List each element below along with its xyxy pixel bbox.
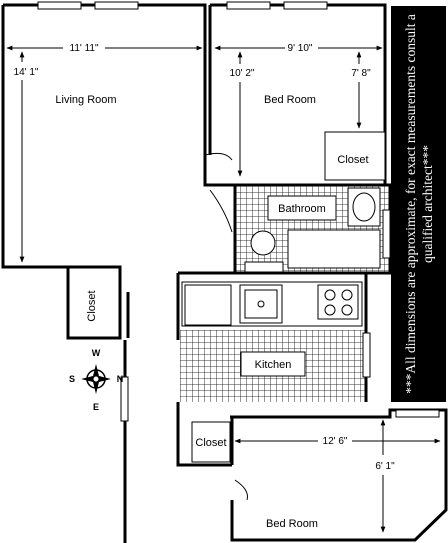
bathroom-toilet [250,230,276,256]
bathroom-tub-rim [244,261,284,273]
dimension-lines [6,45,441,533]
door-swings [204,152,248,501]
kitchen-sink-drain [257,300,265,308]
disclaimer-text: ***All dimensions are approximate, for e… [402,14,435,394]
windows [37,1,440,422]
bathroom-tub [287,229,381,269]
compass-north: N [117,374,124,384]
walls [1,3,448,543]
closet-bedroom2 [191,421,231,463]
living-width-dim: 11' 11" [70,43,99,54]
closet-label-3: Closet [195,437,226,449]
living-room-label: Living Room [55,94,116,106]
disclaimer-panel: ***All dimensions are approximate, for e… [391,6,446,402]
closet-label-1: Closet [337,154,368,166]
bathroom-sink [352,192,376,222]
bed-room-1-label: Bed Room [264,94,316,106]
bed2-height-dim: 6' 1" [375,461,395,472]
kitchen-label-box [240,351,306,377]
kitchen-stove [317,284,359,320]
closet-label-2: Closet [86,290,98,321]
bed1-left-height-dim: 10' 2" [230,68,255,79]
bed-room-2-label: Bed Room [266,518,318,530]
living-height-dim: 14' 1" [14,67,39,78]
bathroom-label-box [267,195,337,221]
bathroom-label: Bathroom [278,203,326,215]
compass-west: W [92,348,101,358]
compass-rose-icon [81,364,111,394]
compass-east: E [93,402,99,412]
bed1-width-dim: 9' 10" [288,43,313,54]
bed2-width-dim: 12' 6" [323,436,348,447]
stove-burners [324,289,353,316]
bed1-right-height-dim: 7' 8" [351,68,371,79]
kitchen-fridge [184,284,232,326]
kitchen-label: Kitchen [255,359,292,371]
compass-south: S [69,374,75,384]
closet-bedroom1 [324,131,386,181]
